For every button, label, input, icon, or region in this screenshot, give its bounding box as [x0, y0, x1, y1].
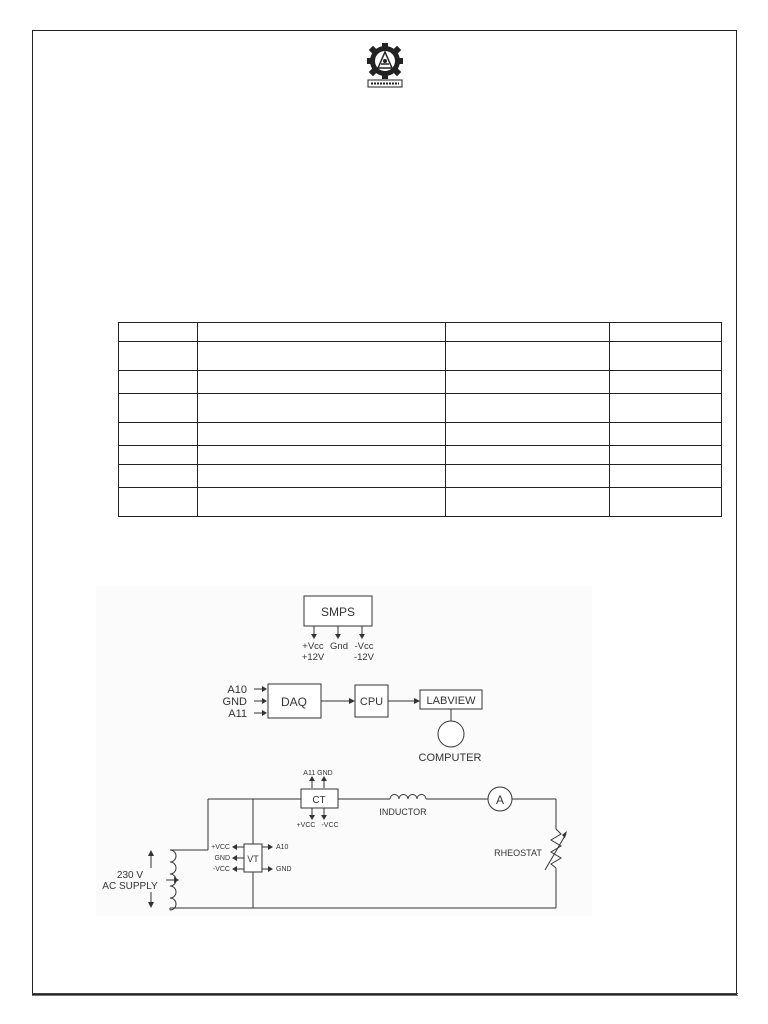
- smps-pin-vcc-minus: -Vcc: [355, 641, 374, 652]
- vt-pin-vcc-minus: -VCC: [213, 866, 230, 873]
- cpu-box: [354, 684, 389, 718]
- table-cell: [445, 322, 610, 342]
- table-cell: [197, 422, 446, 446]
- smps-pin-vcc-plus: +Vcc: [302, 641, 324, 652]
- table-cell: [609, 393, 722, 423]
- table-cell: [197, 487, 446, 517]
- table-row: [118, 370, 722, 394]
- table-cell: [197, 341, 446, 371]
- vt-pin-gnd-out: GND: [276, 866, 292, 873]
- daq-label: DAQ: [281, 695, 307, 709]
- supply-voltage: 230 V: [117, 870, 143, 881]
- supply-label: AC SUPPLY: [102, 881, 158, 892]
- table-row: [118, 422, 722, 446]
- table-cell: [118, 393, 198, 423]
- inductor-icon: [389, 794, 427, 800]
- table-cell: [445, 393, 610, 423]
- ct-pin-vcc-plus: +VCC: [297, 822, 316, 829]
- table-cell: [197, 464, 446, 488]
- daq-input-a10: A10: [227, 684, 247, 696]
- inductor-label: INDUCTOR: [379, 807, 427, 817]
- table-cell: [118, 322, 198, 342]
- table-cell: [118, 445, 198, 465]
- table-cell: [118, 422, 198, 446]
- daq-input-a11: A11: [228, 708, 247, 720]
- ammeter-label: A: [496, 793, 504, 807]
- circuit-diagram: SMPS +Vcc Gnd -Vcc +12V -12V A10 GND A11…: [96, 586, 592, 916]
- table-row: [118, 445, 722, 465]
- table-row: [118, 341, 722, 371]
- table-cell: [197, 370, 446, 394]
- table-cell: [118, 341, 198, 371]
- table-cell: [609, 341, 722, 371]
- ct-label: CT: [312, 795, 325, 806]
- smps-rating-plus: +12V: [302, 652, 325, 663]
- table-row: [118, 464, 722, 488]
- smps-box: [303, 595, 373, 627]
- institute-emblem-icon: [367, 43, 403, 88]
- table-row: [118, 393, 722, 423]
- daq-input-gnd: GND: [223, 696, 248, 708]
- vt-pin-a10: A10: [276, 844, 289, 851]
- rheostat-icon: [550, 828, 562, 869]
- table-cell: [609, 445, 722, 465]
- page-border: [32, 30, 737, 995]
- smps-rating-minus: -12V: [354, 652, 375, 663]
- table-row: [118, 487, 722, 517]
- table-cell: [609, 487, 722, 517]
- table-cell: [445, 370, 610, 394]
- table-cell: [118, 464, 198, 488]
- vt-pin-gnd: GND: [214, 855, 230, 862]
- computer-icon: [437, 720, 465, 748]
- smps-pin-gnd: Gnd: [330, 641, 348, 652]
- rheostat-label: RHEOSTAT: [494, 848, 542, 858]
- table-cell: [609, 370, 722, 394]
- computer-label: COMPUTER: [419, 752, 482, 764]
- ct-pin-vcc-minus: -VCC: [321, 822, 338, 829]
- table-cell: [197, 445, 446, 465]
- table-cell: [445, 487, 610, 517]
- cpu-label: CPU: [360, 696, 383, 708]
- table-cell: [118, 370, 198, 394]
- table-cell: [445, 445, 610, 465]
- vt-label: VT: [247, 854, 259, 864]
- table-row: [118, 322, 722, 342]
- daq-box: [267, 683, 322, 719]
- vt-pin-vcc-plus: +VCC: [211, 844, 230, 851]
- table-cell: [197, 393, 446, 423]
- table-cell: [609, 464, 722, 488]
- table-cell: [118, 487, 198, 517]
- labview-label: LABVIEW: [427, 695, 477, 707]
- data-table: [118, 322, 722, 517]
- table-cell: [445, 422, 610, 446]
- ct-top-pins: A11 GND: [303, 770, 332, 777]
- table-cell: [445, 464, 610, 488]
- table-cell: [609, 422, 722, 446]
- page-bottom-rule: [32, 993, 738, 996]
- smps-title: SMPS: [321, 605, 355, 619]
- table-cell: [609, 322, 722, 342]
- table-cell: [197, 322, 446, 342]
- table-cell: [445, 341, 610, 371]
